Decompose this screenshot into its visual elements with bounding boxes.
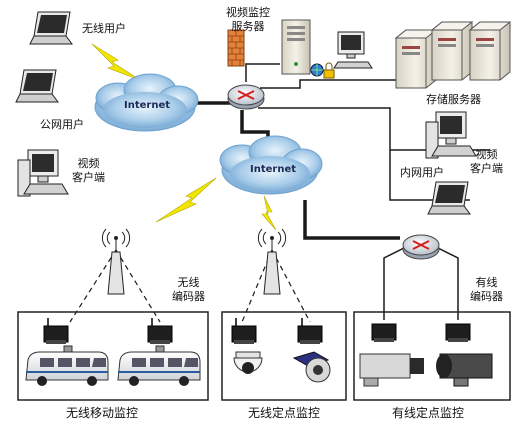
- video-client-left-label: 视频 客户端: [72, 157, 105, 184]
- encoder-icon: [147, 318, 173, 344]
- internet-label-middle: Internet: [250, 164, 297, 175]
- lightning-bolts: [91, 43, 277, 231]
- desktop-computer-icon: [425, 111, 477, 159]
- laptop-icon: [427, 181, 471, 215]
- internal-user-label: 内网用户: [400, 166, 444, 179]
- lock-icon: [323, 62, 335, 79]
- internet-label-top: Internet: [124, 100, 171, 111]
- wireless-encoder-label: 无线 编码器: [172, 276, 205, 303]
- monitor-icon: [333, 31, 373, 69]
- storage-server-icon: [468, 21, 512, 81]
- cloud-internet-top: [94, 73, 199, 132]
- laptop-icon: [29, 11, 73, 45]
- encoder-icon: [445, 323, 471, 342]
- video-server-label: 视频监控 服务器: [226, 6, 270, 33]
- wireless-user-label: 无线用户: [82, 22, 126, 35]
- cloud-internet-middle: [219, 135, 323, 195]
- encoder-icon: [371, 323, 397, 342]
- ptz-camera-icon: [292, 351, 331, 383]
- wireless-mobile-monitoring-label: 无线移动监控: [66, 406, 139, 420]
- wired-fixed-box: [353, 311, 511, 401]
- video-client-right-label: 视频 客户端: [470, 148, 503, 175]
- video-server-icon: [281, 19, 311, 75]
- storage-server-icon: [430, 21, 474, 81]
- public-user-label: 公网用户: [40, 118, 84, 131]
- lightning-icon: [155, 177, 217, 223]
- wireless-fixed-monitoring-label: 无线定点监控: [248, 406, 321, 420]
- laptop-icon: [15, 69, 59, 103]
- dome-camera-icon: [233, 351, 263, 374]
- router-icon: [227, 84, 265, 110]
- antenna-icon: [101, 228, 131, 295]
- box-camera-icon: [436, 353, 493, 387]
- encoder-icon: [43, 318, 69, 344]
- wireless-fixed-box: [221, 311, 347, 401]
- lightning-icon: [91, 43, 141, 81]
- desktop-computer-icon: [17, 149, 69, 197]
- antenna-icon: [257, 228, 287, 295]
- storage-server-icon: [394, 29, 438, 89]
- storage-server-label: 存储服务器: [426, 93, 481, 106]
- connection-lines: [69, 63, 490, 323]
- box-camera-icon: [359, 353, 424, 387]
- lightning-icon: [261, 195, 277, 231]
- firewall-icon: [227, 29, 245, 67]
- router-icon: [402, 234, 440, 260]
- wireless-mobile-box: [17, 311, 209, 401]
- encoder-icon: [231, 318, 257, 344]
- encoder-icon: [297, 318, 323, 344]
- van-icon: [117, 345, 201, 386]
- wired-fixed-monitoring-label: 有线定点监控: [392, 406, 465, 420]
- wired-encoder-label: 有线 编码器: [470, 276, 503, 303]
- van-icon: [25, 345, 109, 386]
- globe-icon: [310, 63, 324, 77]
